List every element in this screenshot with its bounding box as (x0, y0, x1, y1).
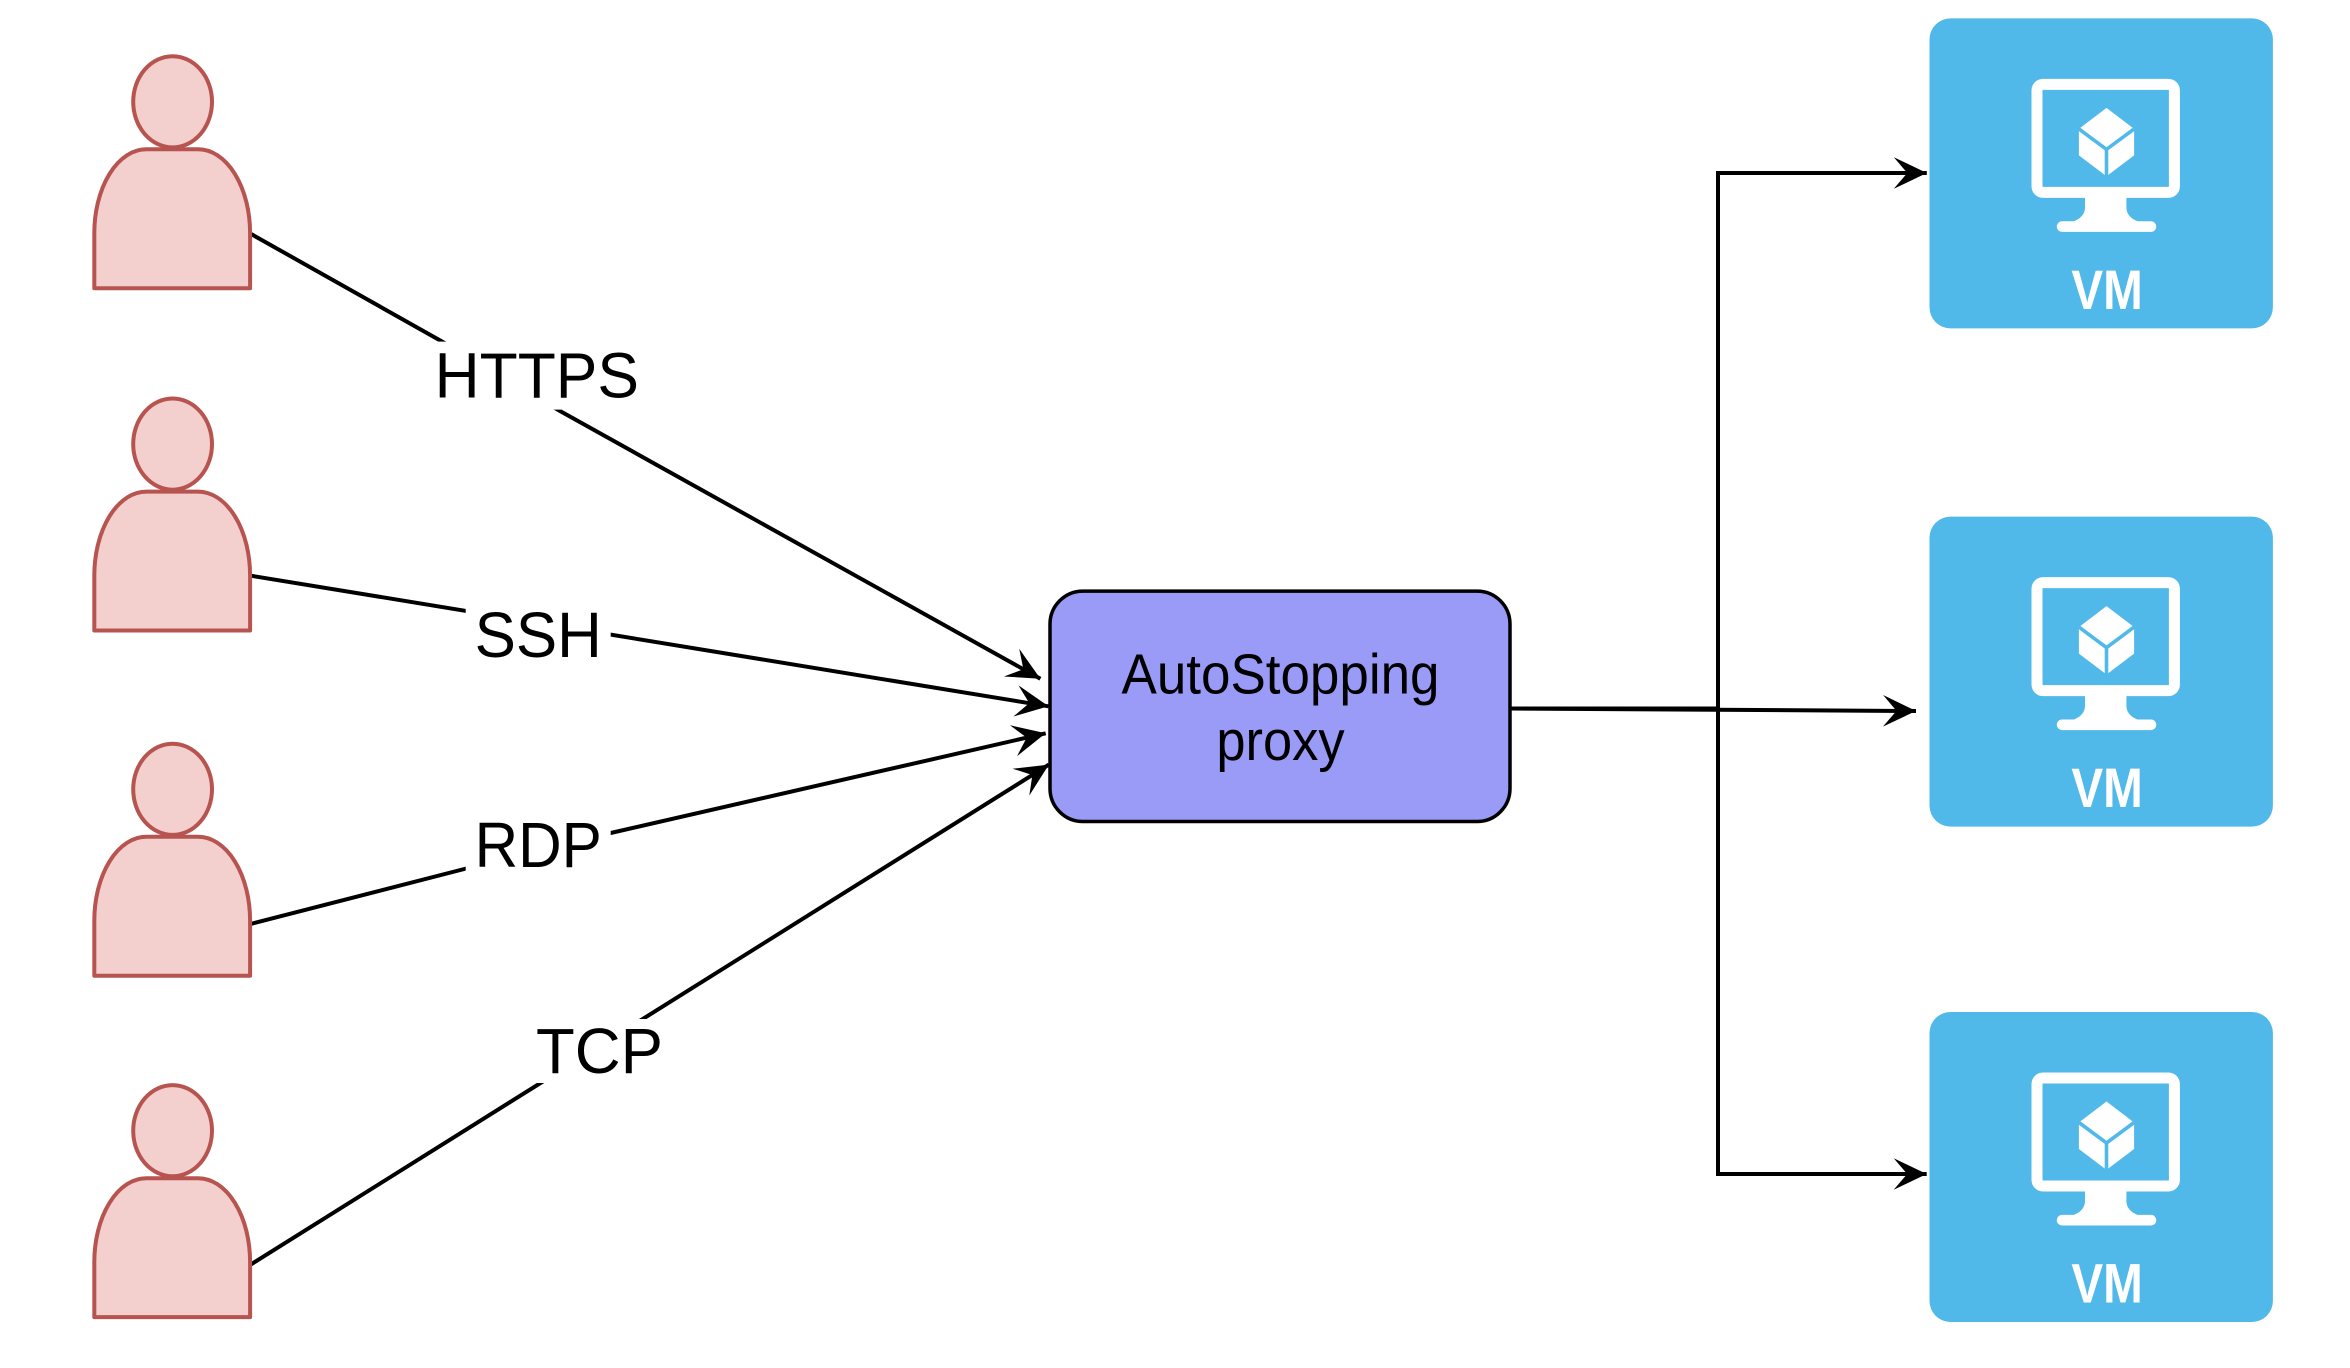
svg-text:proxy: proxy (1216, 709, 1345, 773)
svg-text:SSH: SSH (475, 599, 602, 671)
svg-text:RDP: RDP (475, 809, 602, 881)
svg-text:TCP: TCP (536, 1015, 663, 1087)
svg-text:HTTPS: HTTPS (435, 340, 639, 412)
svg-text:AutoStopping: AutoStopping (1122, 642, 1440, 706)
